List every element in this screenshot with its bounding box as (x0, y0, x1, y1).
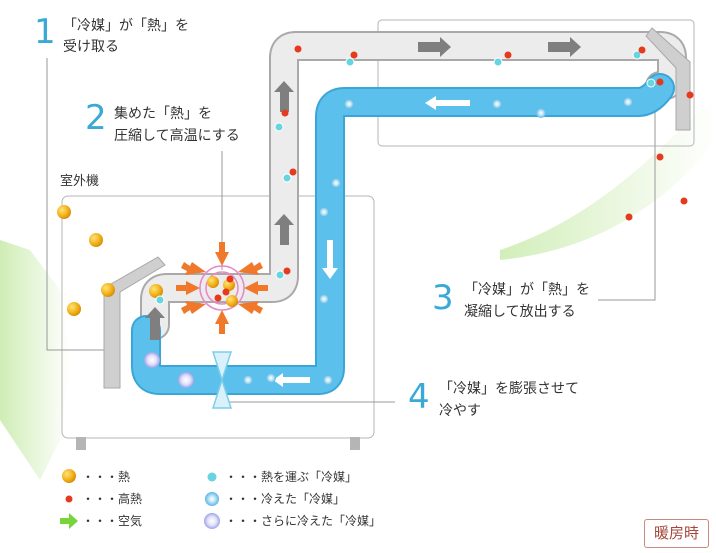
arrow-left-icon (425, 96, 470, 110)
air-arrow-icon (60, 513, 78, 529)
legend-label-high-heat: ・・・高熱 (82, 492, 143, 506)
step-1-line-2: 受け取る (63, 39, 119, 55)
arrow-right-icon (418, 37, 451, 57)
hot-gas-flow-arrows (145, 37, 581, 340)
legend-label-heat: ・・・熱 (82, 470, 131, 484)
step-3-line-1: 「冷媒」が「熱」を (464, 282, 590, 298)
air-flow-left (0, 240, 70, 480)
arrow-up-icon (145, 307, 165, 340)
heat-balls (57, 205, 163, 316)
leader-line-3 (598, 85, 656, 301)
outdoor-heat-exchanger (103, 256, 166, 389)
step-4-number: 4 (408, 377, 430, 417)
step-1-number: 1 (34, 12, 56, 52)
outdoor-unit-box (61, 195, 375, 439)
step-2-number: 2 (85, 98, 107, 138)
mode-badge: 暖房時 (644, 519, 709, 548)
legend-label-air: ・・・空気 (82, 514, 143, 528)
step-4-line-2: 冷やす (439, 403, 481, 419)
step-3-number: 3 (432, 278, 454, 318)
expansion-valve-icon (211, 351, 233, 409)
arrow-up-icon (274, 81, 294, 112)
legend-label-refrigerant: ・・・熱を運ぶ「冷媒」 (225, 470, 358, 484)
refrigerant-dots (155, 50, 656, 305)
step-2-line-2: 圧縮して高温にする (114, 128, 240, 144)
high-heat-dots (281, 45, 694, 275)
refrigerant-flow-arrows (273, 96, 470, 387)
arrow-left-icon (273, 373, 310, 387)
arrow-down-icon (322, 240, 338, 279)
high-heat-dot-icon (65, 495, 73, 503)
outdoor-unit-leg-left (76, 437, 86, 450)
extra-cooled-refrigerant-icon (204, 513, 220, 529)
step-4-line-1: 「冷媒」を膨張させて (439, 381, 579, 397)
arrow-right-icon (548, 37, 581, 57)
legend-label-extra-cooled-refrigerant: ・・・さらに冷えた「冷媒」 (225, 514, 382, 528)
refrigerant-dot-icon (207, 472, 217, 482)
legend-label-cooled-refrigerant: ・・・冷えた「冷媒」 (225, 492, 346, 506)
step-3-line-2: 凝縮して放出する (464, 304, 576, 320)
extra-cooled-refrigerant-dots (144, 352, 194, 388)
step-1-line-1: 「冷媒」が「熱」を (63, 18, 189, 34)
outdoor-unit-label: 室外機 (60, 174, 100, 189)
step-2-line-1: 集めた「熱」を (114, 106, 212, 122)
arrow-up-icon (274, 214, 294, 245)
legend-icons (60, 469, 220, 529)
outdoor-unit-leg-right (350, 437, 360, 450)
compression-arrows-icon (176, 242, 268, 334)
cooled-refrigerant-dots (243, 97, 633, 385)
cooled-refrigerant-icon (205, 492, 219, 506)
leader-line-1 (46, 58, 120, 351)
compressor (176, 242, 268, 334)
indoor-heat-exchanger (645, 27, 691, 131)
heat-ball-icon (62, 469, 76, 483)
indoor-unit-box (377, 19, 695, 147)
